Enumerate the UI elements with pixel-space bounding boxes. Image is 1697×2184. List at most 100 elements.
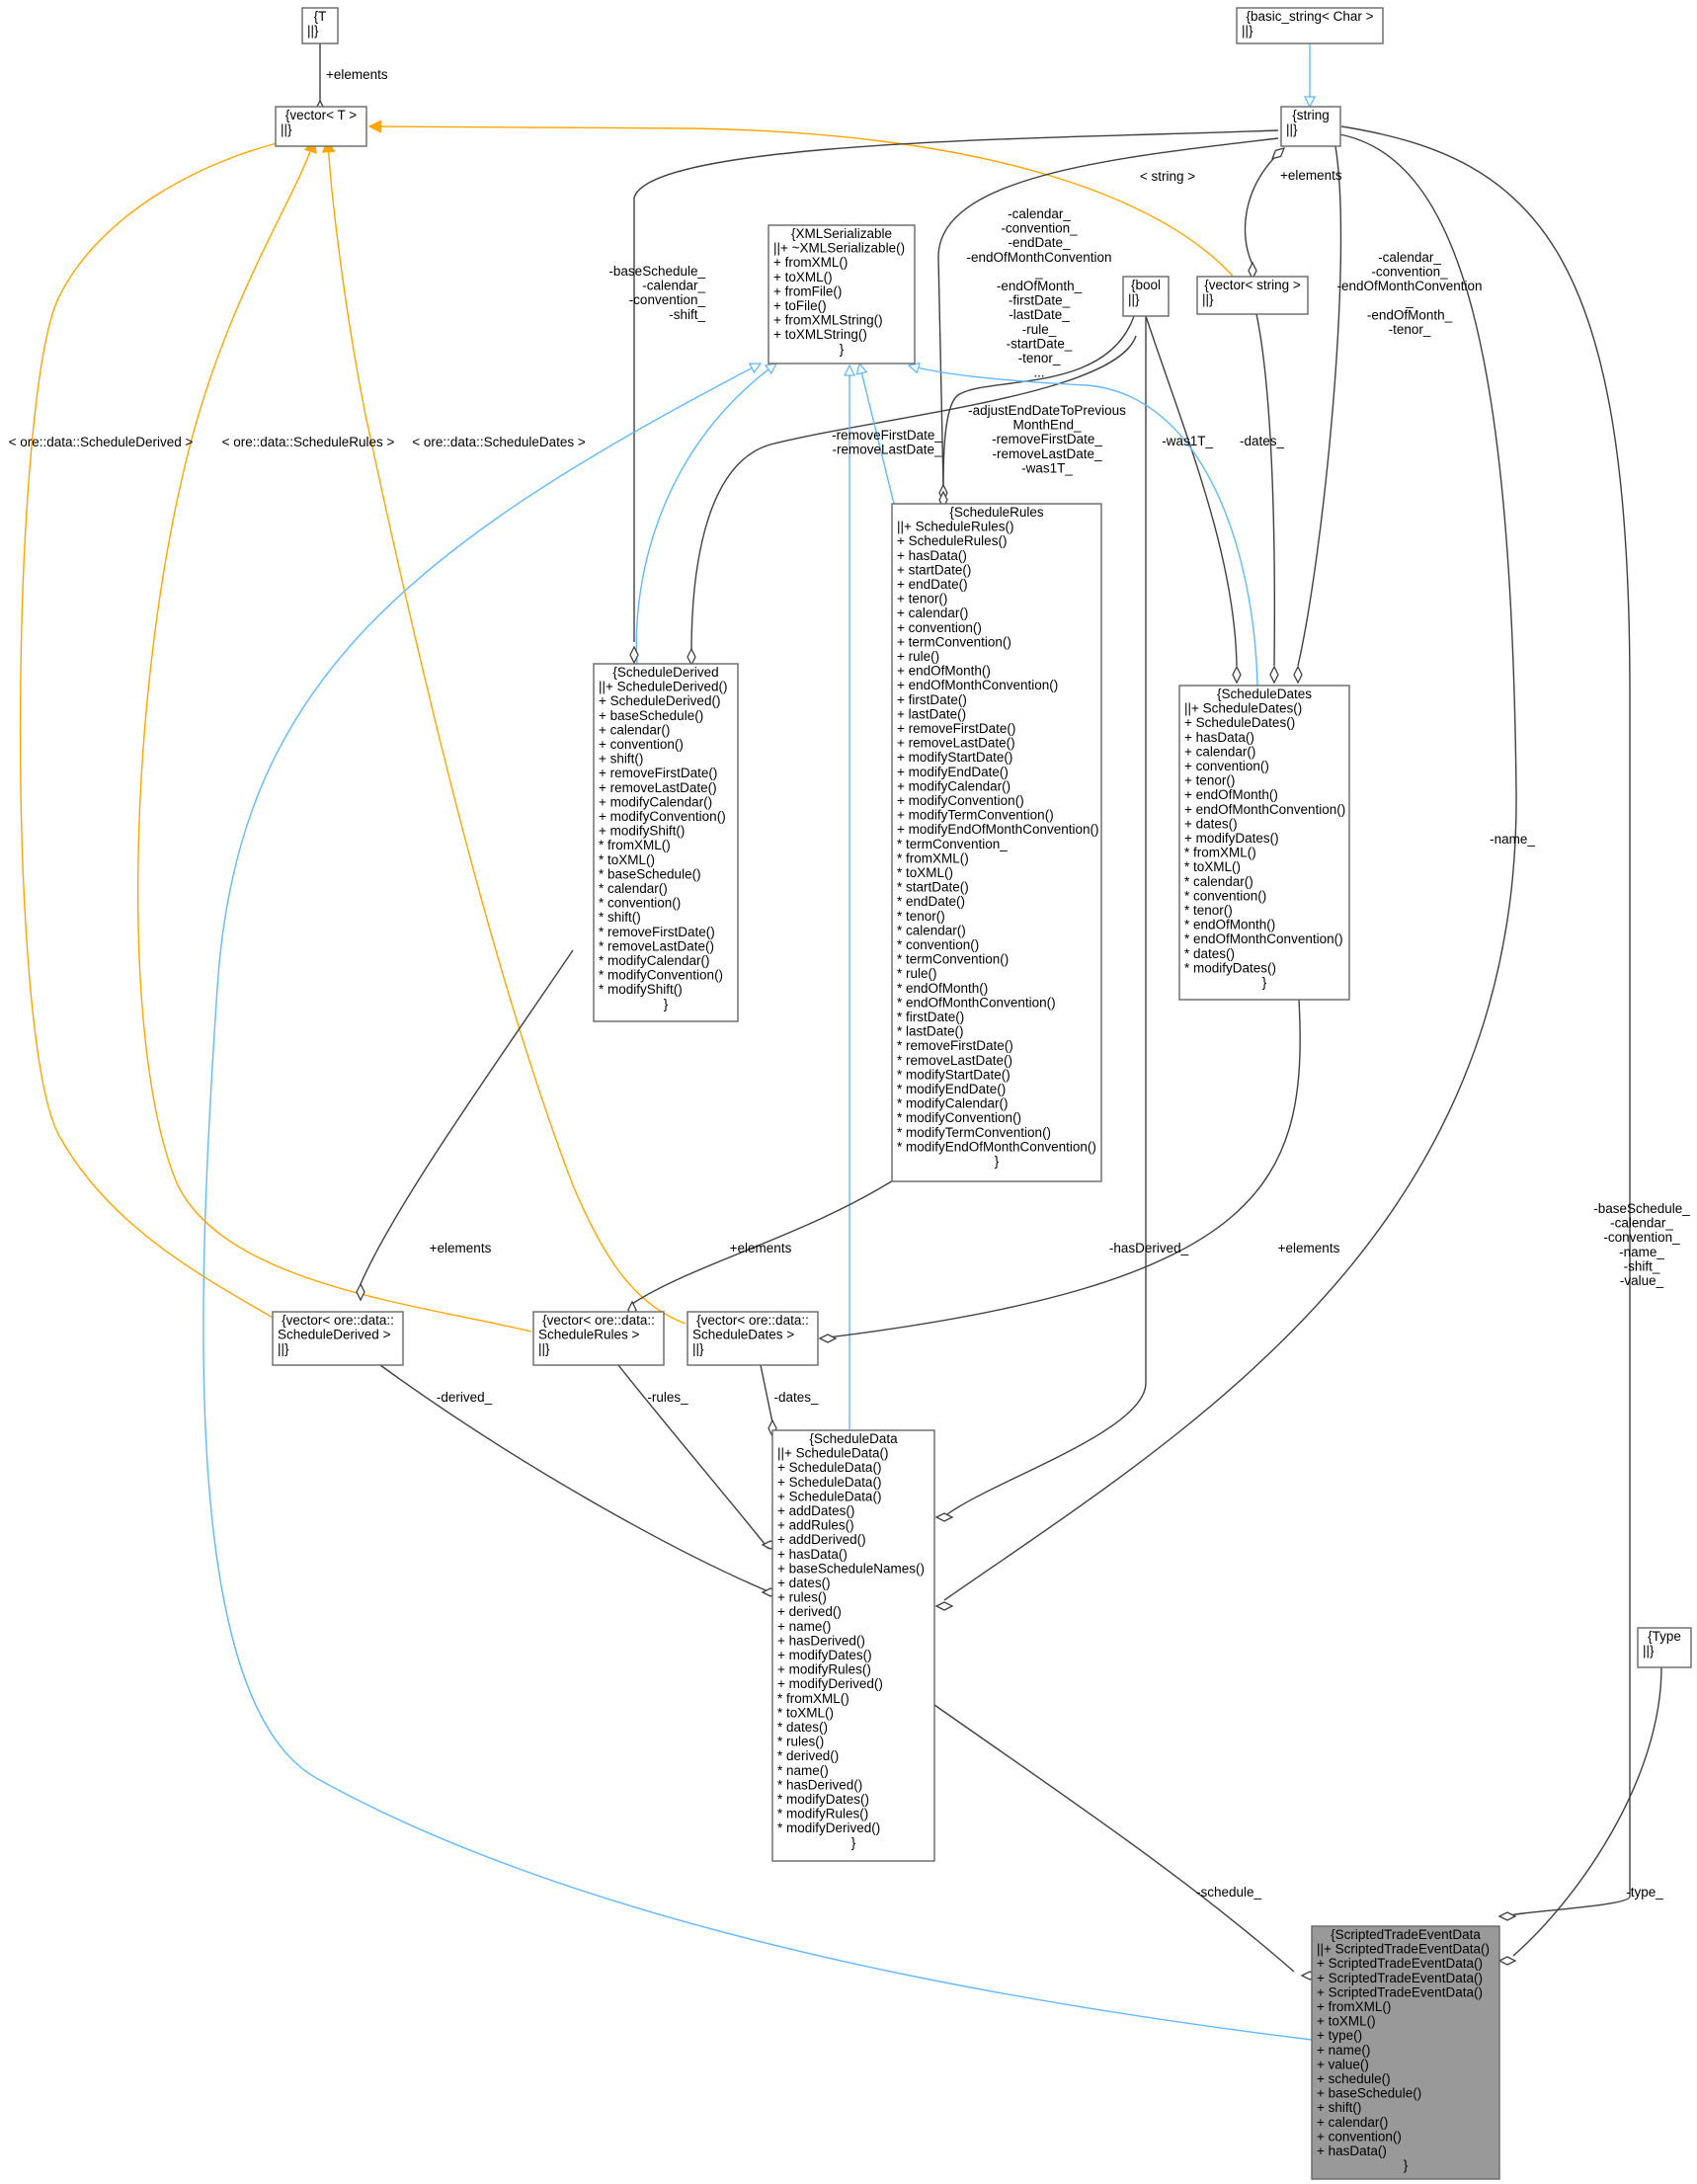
class-line: + modifyRules() <box>777 1662 871 1677</box>
class-line: * toXML() <box>599 852 655 867</box>
class-line: + fromXML() <box>1317 1999 1391 2014</box>
class-line: + modifyDates() <box>777 1648 872 1662</box>
class-schedule-data: {ScheduleData||+ ScheduleData()+ Schedul… <box>771 1429 935 1862</box>
edge-label-line: -lastDate_ <box>1009 307 1070 322</box>
class-line: + lastDate() <box>897 706 966 721</box>
edge-xml-sted <box>202 364 1313 2041</box>
class-line: + hasData() <box>897 548 967 563</box>
class-line: + modifyEndOfMonthConvention() <box>897 822 1098 837</box>
edge-label-vecstring-dates: -dates_ <box>1240 434 1285 448</box>
class-line: * dates() <box>777 1720 828 1735</box>
class-line: + dates() <box>777 1576 831 1590</box>
class-line: * termConvention_ <box>897 837 1008 851</box>
class-line: ||} <box>307 24 319 39</box>
class-line: + addDates() <box>777 1503 854 1518</box>
class-line: + modifyShift() <box>599 824 685 839</box>
edge-vecdates-sd <box>760 1364 773 1423</box>
diamond-vecderived <box>356 1282 365 1302</box>
diamond-dates-bool <box>1232 665 1242 685</box>
edge-label-line: < ore::data::ScheduleDerived > <box>9 435 194 449</box>
edge-label-tmpl-derived: < ore::data::ScheduleDerived > <box>9 435 194 449</box>
class-line: {XMLSerializable <box>791 226 892 241</box>
class-line: + ScriptedTradeEventData() <box>1317 1971 1483 1985</box>
edge-string-vecstring <box>1244 148 1284 272</box>
edge-label-line: -startDate_ <box>1007 336 1073 351</box>
class-line: {ScheduleDates <box>1217 687 1312 701</box>
class-line: + ScheduleData() <box>777 1475 881 1490</box>
class-line: * convention() <box>897 937 979 952</box>
class-line: + ScheduleDerived() <box>599 693 720 708</box>
class-line: * removeLastDate() <box>599 938 714 953</box>
edge-label-sd-sted: -schedule_ <box>1196 1885 1262 1900</box>
class-line: + ScriptedTradeEventData() <box>1317 1984 1483 1999</box>
class-line: * modifyConvention() <box>897 1110 1021 1125</box>
edge-vecdates-tmpl <box>328 140 687 1325</box>
class-line: + ScriptedTradeEventData() <box>1317 1956 1483 1971</box>
edge-vecderived-tmpl <box>19 136 306 1320</box>
class-line: * modifyEndOfMonthConvention() <box>897 1139 1096 1154</box>
class-line: + hasData() <box>1184 730 1254 745</box>
class-line: {string <box>1292 108 1330 122</box>
diamond-derived-bool <box>687 647 696 667</box>
class-line: + shift() <box>599 752 643 767</box>
class-line: + termConvention() <box>897 634 1011 649</box>
class-line: ||} <box>538 1341 550 1356</box>
edge-label-string-rules: -calendar_-convention_-endDate_-endOfMon… <box>966 206 1111 380</box>
class-line: + tenor() <box>1184 773 1235 788</box>
class-line: * modifyCalendar() <box>897 1096 1009 1111</box>
class-line: + calendar() <box>897 606 968 620</box>
class-line: * calendar() <box>599 881 668 896</box>
edge-string-rules <box>937 137 1279 487</box>
class-line: + addRules() <box>777 1518 854 1533</box>
class-line: * endOfMonthConvention() <box>1184 931 1343 946</box>
class-xml-serializable: {XMLSerializable||+ ~XMLSerializable()+ … <box>768 224 916 364</box>
class-line: ScheduleRules > <box>538 1328 640 1342</box>
edge-label-dates-vec: +elements <box>1278 1241 1340 1255</box>
edge-label-line: < ore::data::ScheduleRules > <box>222 435 395 449</box>
edge-string-dates <box>1297 145 1342 667</box>
class-schedule-derived: {ScheduleDerived||+ ScheduleDerived()+ S… <box>593 663 739 1022</box>
edge-label-line: < string > <box>1140 169 1195 184</box>
diamond-sd-string <box>934 1601 954 1611</box>
class-vector-schedule-dates: {vector< ore::data::ScheduleDates >||} <box>687 1311 819 1366</box>
edge-label-vecdates-sd: -dates_ <box>773 1390 819 1405</box>
class-line: + toXMLString() <box>773 327 867 342</box>
edge-bool-rules <box>942 315 1135 487</box>
edge-label-string-vecstring: +elements <box>1280 168 1342 183</box>
edge-label-line: MonthEnd_ <box>1012 418 1082 433</box>
edge-xml-derived <box>635 364 776 665</box>
class-line: ScheduleDates > <box>692 1328 794 1342</box>
class-line: + ScheduleData() <box>777 1460 881 1475</box>
edge-label-line: -was1T_ <box>1021 460 1073 475</box>
edge-label-line: -removeFirstDate_ <box>992 432 1102 446</box>
class-line: + convention() <box>599 737 684 752</box>
edge-bool-scheduledata <box>942 316 1147 1518</box>
edge-label-line: -removeFirstDate_ <box>832 428 942 443</box>
edge-bool-derived <box>690 335 1137 653</box>
class-line: + ScheduleData() <box>777 1489 881 1503</box>
class-line: + fromXML() <box>773 255 848 270</box>
class-line: * hasDerived() <box>777 1777 862 1792</box>
class-line: + ScheduleRules() <box>897 533 1007 548</box>
edge-type-sted <box>1512 1666 1662 1957</box>
diamond-sted-string <box>1497 1911 1517 1921</box>
class-line: {vector< T > <box>285 108 357 122</box>
edge-sd-sted <box>933 1704 1295 1973</box>
class-line: + endOfMonthConvention() <box>897 678 1058 692</box>
edge-label-rules-vec: +elements <box>730 1241 792 1255</box>
class-string: {string||} <box>1280 106 1341 147</box>
edge-rules-vec <box>631 1174 902 1305</box>
class-line: * modifyTermConvention() <box>897 1125 1051 1140</box>
class-line: ||+ ~XMLSerializable() <box>773 241 905 256</box>
class-line: + modifyCalendar() <box>599 794 712 809</box>
class-line: * modifyEndDate() <box>897 1082 1006 1096</box>
class-line: * startDate() <box>897 880 969 895</box>
class-line: + removeLastDate() <box>599 780 717 795</box>
class-line: + toFile() <box>773 298 827 313</box>
edge-label-line: ... <box>1033 365 1044 380</box>
class-scripted-trade-event-data: {ScriptedTradeEventData||+ ScriptedTrade… <box>1311 1925 1500 2180</box>
edge-label-line: -name_ <box>1619 1245 1664 1259</box>
class-line: + baseSchedule() <box>1317 2086 1421 2101</box>
class-line: {vector< string > <box>1204 278 1301 292</box>
class-line: * rule() <box>897 966 937 981</box>
